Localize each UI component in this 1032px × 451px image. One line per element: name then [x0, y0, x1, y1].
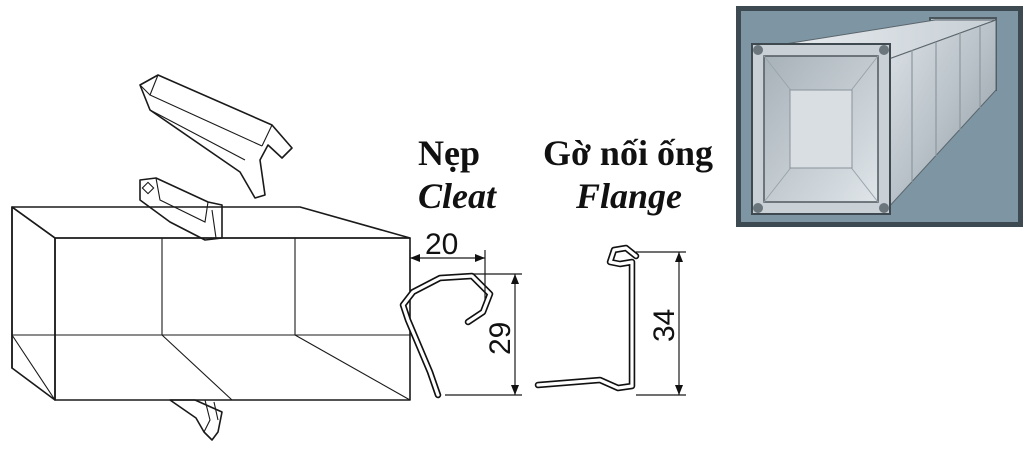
flange-label-en: Flange — [575, 176, 682, 216]
attached-cleat-drawing — [139, 177, 223, 241]
duct-photo — [736, 6, 1023, 227]
cleat-label-en: Cleat — [418, 176, 497, 216]
flange-height-dimension — [636, 251, 686, 396]
duct-line-drawing — [11, 206, 411, 401]
cleat-profile — [399, 272, 494, 399]
flange-profile — [534, 244, 640, 392]
top-cleat-drawing — [139, 74, 293, 199]
cleat-width-value: 20 — [425, 228, 458, 261]
cleat-height-value: 29 — [484, 322, 517, 355]
cleat-width-dimension — [409, 250, 486, 300]
bottom-cleat-drawing — [169, 399, 223, 441]
cleat-height-dimension — [445, 273, 522, 396]
flange-height-value: 34 — [648, 309, 681, 342]
flange-label-vi: Gờ nối ống — [543, 133, 713, 173]
cleat-label-vi: Nẹp — [418, 133, 480, 173]
